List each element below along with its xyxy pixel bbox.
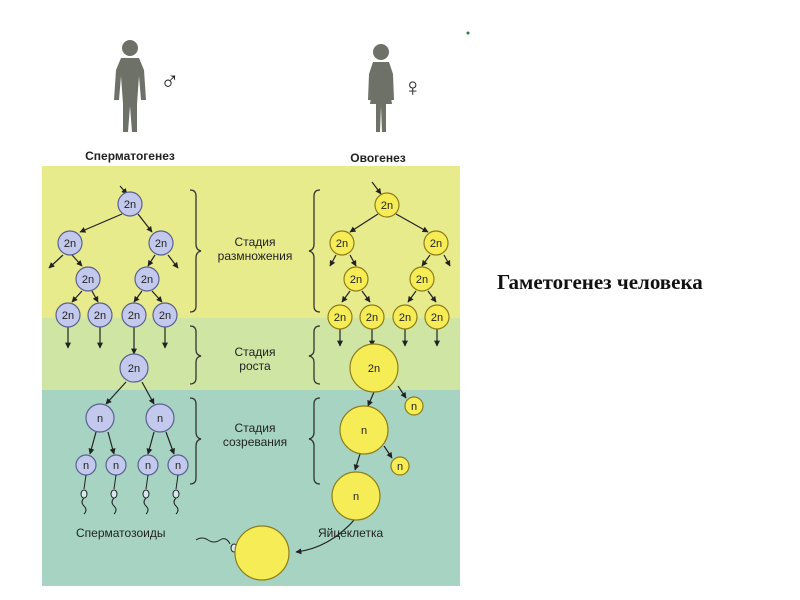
female-cell (374, 192, 400, 218)
egg-label: Яйцеклетка (318, 526, 383, 540)
female-cell (390, 456, 410, 476)
cell-label: 2n (430, 238, 442, 250)
female-cell (343, 266, 369, 292)
cell-label: 2n (336, 238, 348, 250)
male-cell (134, 266, 160, 292)
cell-label: n (397, 461, 403, 473)
cell-label: 2n (334, 312, 346, 324)
male-cell (152, 302, 178, 328)
cell-label: n (353, 491, 359, 503)
cell-label: 2n (62, 310, 74, 322)
bracket-right (308, 189, 321, 313)
cell-label: n (175, 460, 181, 472)
cell-label: 2n (64, 238, 76, 250)
cell-label: 2n (350, 274, 362, 286)
cell-label: 2n (431, 312, 443, 324)
female-cell (404, 396, 424, 416)
female-heading: Овогенез (350, 151, 405, 165)
male-cell (148, 230, 174, 256)
stage-label: размножения (218, 249, 293, 263)
female-cell (409, 266, 435, 292)
cell-label: n (157, 413, 163, 425)
cell-label: n (113, 460, 119, 472)
stage-label: Стадия (235, 235, 276, 249)
male-cell (121, 302, 147, 328)
female-cell (392, 304, 418, 330)
bracket-left (189, 397, 202, 485)
egg-cell (234, 525, 290, 581)
female-cell (423, 230, 449, 256)
cell-label: 2n (366, 312, 378, 324)
zone-reproduction (42, 166, 460, 318)
male-cell (85, 403, 115, 433)
cell-label: 2n (124, 199, 136, 211)
stage-label: Стадия (235, 345, 276, 359)
cell-label: n (411, 401, 417, 413)
cell-label: 2n (94, 310, 106, 322)
stage-label: роста (239, 359, 271, 373)
female-cell (339, 405, 389, 455)
cell-label: 2n (368, 363, 380, 375)
cell-label: 2n (416, 274, 428, 286)
male-cell (119, 353, 149, 383)
cell-label: 2n (159, 310, 171, 322)
bracket-right (308, 397, 321, 485)
male-symbol: ♂ (160, 66, 180, 96)
female-cell (359, 304, 385, 330)
stage-label: созревания (223, 435, 287, 449)
male-cell (55, 302, 81, 328)
female-cell (349, 343, 399, 393)
cell-label: 2n (141, 274, 153, 286)
female-cell (327, 304, 353, 330)
cell-label: 2n (155, 238, 167, 250)
female-cell (424, 304, 450, 330)
female-silhouette-icon (368, 44, 394, 132)
male-silhouette-icon (114, 40, 146, 132)
cell-label: n (83, 460, 89, 472)
cell-label: 2n (381, 200, 393, 212)
cell-label: 2n (399, 312, 411, 324)
bracket-right (308, 325, 321, 385)
decor-dot (466, 31, 470, 35)
cell-label: n (97, 413, 103, 425)
bracket-left (189, 325, 202, 385)
male-cell (145, 403, 175, 433)
female-symbol: ♀ (403, 72, 423, 102)
male-cell (57, 230, 83, 256)
male-cell (75, 266, 101, 292)
cell-label: 2n (82, 274, 94, 286)
cell-label: 2n (128, 363, 140, 375)
sperm-label: Сперматозоиды (76, 526, 165, 540)
male-heading: Сперматогенез (85, 149, 175, 163)
male-cell (87, 302, 113, 328)
male-cell (117, 191, 143, 217)
bracket-left (189, 189, 202, 313)
cell-label: 2n (128, 310, 140, 322)
page-title: Гаметогенез человека (497, 270, 703, 294)
female-cell (331, 471, 381, 521)
sperm-icons (80, 474, 180, 515)
stage-label: Стадия (235, 421, 276, 435)
female-cell (329, 230, 355, 256)
cell-label: n (145, 460, 151, 472)
cell-label: n (361, 425, 367, 437)
